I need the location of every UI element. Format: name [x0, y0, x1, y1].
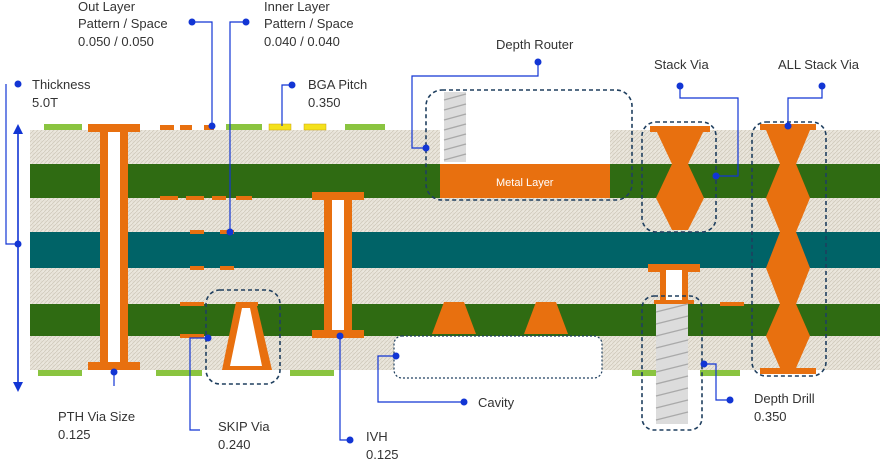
- all-stack-via-label: ALL Stack Via: [778, 57, 860, 72]
- pth-via-dot: [110, 368, 118, 376]
- skip-via-label-2: 0.240: [218, 437, 251, 452]
- inner-layer-dot: [242, 18, 250, 26]
- cavity-bumps: [432, 302, 568, 334]
- dielectric-mid-lower: [30, 268, 880, 304]
- stack-via-label: Stack Via: [654, 57, 709, 72]
- depth-drill-dot: [700, 360, 708, 368]
- stack-via: [641, 121, 717, 233]
- thickness-arrow: [13, 124, 23, 392]
- depth-router-dot: [534, 58, 542, 66]
- out-layer-label-3: 0.050 / 0.050: [78, 34, 154, 49]
- bga-pitch-label-2: 0.350: [308, 95, 341, 110]
- bga-pad-1: [268, 123, 292, 131]
- leader-dots: [14, 18, 826, 444]
- skip-via-dot: [204, 334, 212, 342]
- out-layer-dot: [188, 18, 196, 26]
- cavity-opening: [393, 335, 603, 379]
- all-stack-via: [751, 121, 827, 377]
- depth-router: [425, 89, 633, 201]
- bga-pitch-label-1: BGA Pitch: [308, 77, 367, 92]
- bga-pad-2: [303, 123, 327, 131]
- inner-layer-label-1: Inner Layer: [264, 0, 330, 14]
- metal-layer: [440, 164, 610, 198]
- inner-layer-label-3: 0.040 / 0.040: [264, 34, 340, 49]
- skip-via-label-1: SKIP Via: [218, 419, 270, 434]
- thickness-label-2: 5.0T: [32, 95, 58, 110]
- pth-via-label-1: PTH Via Size: [58, 409, 135, 424]
- teal-core: [30, 232, 880, 268]
- cavity-label: Cavity: [478, 395, 515, 410]
- inner-layer-label-2: Pattern / Space: [264, 16, 354, 31]
- thickness-label-1: Thickness: [32, 77, 91, 92]
- ivh-dot: [336, 332, 344, 340]
- surface-pads: [38, 123, 740, 376]
- stack-via-dot: [676, 82, 684, 90]
- metal-layer-label: Metal Layer: [496, 177, 554, 189]
- depth-drill: [641, 264, 703, 431]
- depth-drill-label-1: Depth Drill: [754, 391, 815, 406]
- pth-via-label-2: 0.125: [58, 427, 91, 442]
- depth-router-label: Depth Router: [496, 37, 574, 52]
- diagram-labels: Out Layer Pattern / Space 0.050 / 0.050 …: [32, 0, 860, 460]
- skip-via: [205, 289, 281, 385]
- out-layer-label-1: Out Layer: [78, 0, 136, 14]
- out-layer-label-2: Pattern / Space: [78, 16, 168, 31]
- dielectric-top-right: [610, 130, 880, 164]
- cavity-dot: [392, 352, 400, 360]
- ivh-label-1: IVH: [366, 429, 388, 444]
- thickness-dot: [14, 80, 22, 88]
- pth-via: [88, 124, 140, 370]
- bga-pitch-dot: [288, 81, 296, 89]
- dielectric-mid-upper: [30, 198, 880, 232]
- depth-drill-label-2: 0.350: [754, 409, 787, 424]
- ivh-label-2: 0.125: [366, 447, 399, 460]
- all-stack-via-dot: [818, 82, 826, 90]
